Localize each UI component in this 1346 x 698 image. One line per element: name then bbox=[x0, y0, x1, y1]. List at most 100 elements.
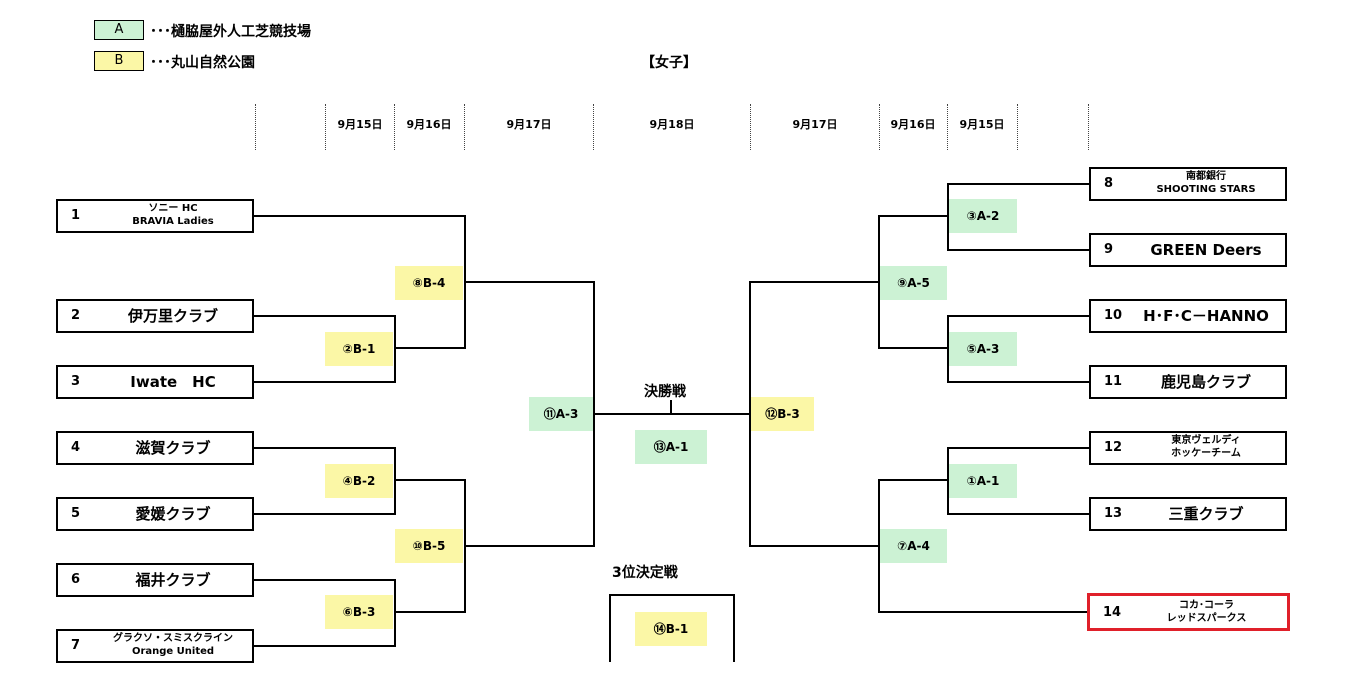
team-number: 14 bbox=[1103, 605, 1122, 620]
bracket-line bbox=[948, 315, 1089, 317]
team-name-line2: SHOOTING STARS bbox=[1156, 184, 1256, 195]
match-badge: ⑦A-4 bbox=[880, 529, 947, 563]
bracket-line bbox=[750, 545, 880, 547]
header-divider bbox=[593, 104, 594, 150]
team-10: 10 H･F･C－HANNO bbox=[1089, 299, 1287, 333]
header-divider bbox=[947, 104, 948, 150]
bracket-line bbox=[879, 347, 948, 349]
bracket-line bbox=[254, 645, 395, 647]
team-11: 11 鹿児島クラブ bbox=[1089, 365, 1287, 399]
date-header: 9月15日 bbox=[337, 118, 383, 131]
team-name-line2: Orange United bbox=[131, 646, 215, 657]
match-badge: ③A-2 bbox=[949, 199, 1017, 233]
bracket-line bbox=[464, 281, 594, 283]
bracket-line bbox=[948, 513, 1089, 515]
team-name: 滋賀クラブ bbox=[135, 439, 211, 457]
date-header: 9月15日 bbox=[959, 118, 1005, 131]
date-header: 9月16日 bbox=[890, 118, 936, 131]
bracket-line bbox=[947, 315, 949, 383]
team-name-line1: 東京ヴェルディ bbox=[1171, 435, 1241, 446]
bracket-line bbox=[394, 579, 396, 647]
bracket-line bbox=[254, 381, 395, 383]
header-divider bbox=[394, 104, 395, 150]
match-badge: ④B-2 bbox=[325, 464, 393, 498]
bracket-line bbox=[254, 447, 395, 449]
bracket-line bbox=[948, 249, 1089, 251]
header-divider bbox=[879, 104, 880, 150]
third-place-label: 3位決定戦 bbox=[612, 565, 678, 581]
team-4: 4 滋賀クラブ bbox=[56, 431, 254, 465]
legend-b-swatch: B bbox=[94, 51, 144, 71]
bracket-line bbox=[879, 479, 948, 481]
team-6: 6 福井クラブ bbox=[56, 563, 254, 597]
team-name-line1: 南都銀行 bbox=[1186, 171, 1226, 182]
team-2: 2 伊万里クラブ bbox=[56, 299, 254, 333]
bracket-line bbox=[593, 413, 751, 415]
team-name: 愛媛クラブ bbox=[135, 505, 211, 523]
page-title: 【女子】 bbox=[641, 55, 697, 71]
header-divider bbox=[1088, 104, 1089, 150]
team-name-line2: ホッケーチーム bbox=[1171, 448, 1241, 459]
bracket-line bbox=[733, 594, 735, 662]
header-divider bbox=[1017, 104, 1018, 150]
match-badge: ⑫B-3 bbox=[751, 397, 814, 431]
team-name-line1: ソニー HC bbox=[148, 203, 198, 214]
bracket-line bbox=[609, 594, 611, 662]
team-name: Iwate HC bbox=[130, 373, 216, 391]
team-number: 11 bbox=[1104, 374, 1123, 389]
team-5: 5 愛媛クラブ bbox=[56, 497, 254, 531]
team-name-line2: BRAVIA Ladies bbox=[132, 216, 214, 227]
team-name-line1: コカ･コーラ bbox=[1179, 600, 1234, 611]
team-number: 8 bbox=[1104, 176, 1114, 191]
match-badge: ⑤A-3 bbox=[949, 332, 1017, 366]
match-badge: ⑩B-5 bbox=[395, 529, 463, 563]
team-9: 9 GREEN Deers bbox=[1089, 233, 1287, 267]
bracket-line bbox=[749, 281, 751, 547]
match-badge: ⑬A-1 bbox=[635, 430, 707, 464]
bracket-line bbox=[254, 579, 395, 581]
bracket-line bbox=[394, 447, 396, 515]
bracket-line bbox=[254, 513, 395, 515]
header-divider bbox=[750, 104, 751, 150]
team-number: 5 bbox=[71, 506, 81, 521]
team-name: 伊万里クラブ bbox=[127, 307, 218, 325]
match-badge: ⑪A-3 bbox=[529, 397, 593, 431]
bracket-line bbox=[394, 347, 465, 349]
bracket-line bbox=[750, 281, 880, 283]
date-header: 9月16日 bbox=[406, 118, 452, 131]
bracket-line bbox=[670, 400, 672, 414]
team-7: 7 グラクソ・スミスクライン Orange United bbox=[56, 629, 254, 663]
team-name: H･F･C－HANNO bbox=[1143, 307, 1269, 325]
match-badge: ⑥B-3 bbox=[325, 595, 393, 629]
team-name: 三重クラブ bbox=[1168, 505, 1244, 523]
team-12: 12 東京ヴェルディ ホッケーチーム bbox=[1089, 431, 1287, 465]
team-number: 4 bbox=[71, 440, 81, 455]
bracket-line bbox=[948, 183, 1089, 185]
final-label: 決勝戦 bbox=[644, 384, 686, 400]
bracket-line bbox=[948, 381, 1089, 383]
header-divider bbox=[464, 104, 465, 150]
team-number: 7 bbox=[71, 638, 81, 653]
team-name-line2: レッドスパークス bbox=[1166, 613, 1247, 624]
legend-b-text: ･･･丸山自然公園 bbox=[150, 55, 255, 71]
team-3: 3 Iwate HC bbox=[56, 365, 254, 399]
legend-a-swatch: A bbox=[94, 20, 144, 40]
bracket-line bbox=[464, 545, 594, 547]
team-number: 3 bbox=[71, 374, 81, 389]
bracket-line bbox=[948, 447, 1089, 449]
match-badge: ⑧B-4 bbox=[395, 266, 463, 300]
bracket-line bbox=[254, 215, 465, 217]
team-number: 1 bbox=[71, 208, 81, 223]
bracket-line bbox=[394, 611, 465, 613]
bracket-line bbox=[947, 183, 949, 251]
date-header: 9月17日 bbox=[792, 118, 838, 131]
team-name: 鹿児島クラブ bbox=[1160, 373, 1251, 391]
bracket-line bbox=[947, 447, 949, 515]
header-divider bbox=[255, 104, 256, 150]
match-badge: ⑭B-1 bbox=[635, 612, 707, 646]
team-number: 10 bbox=[1104, 308, 1123, 323]
bracket-line bbox=[254, 315, 395, 317]
legend-a-text: ･･･樋脇屋外人工芝競技場 bbox=[150, 24, 311, 40]
header-divider bbox=[325, 104, 326, 150]
date-header: 9月18日 bbox=[649, 118, 695, 131]
